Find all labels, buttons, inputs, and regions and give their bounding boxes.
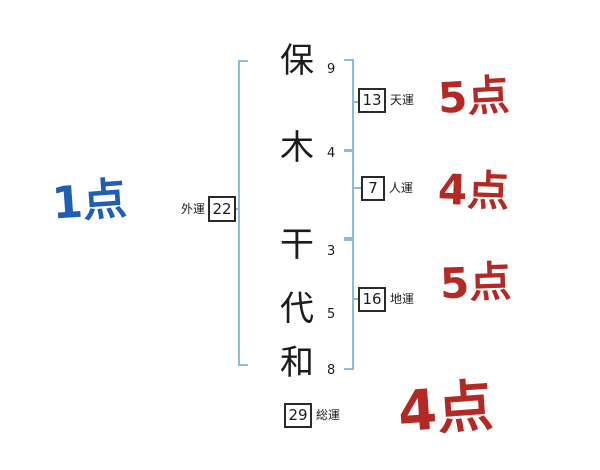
jinun-score: 4点: [437, 164, 511, 217]
gaiun-connector-line: [234, 208, 240, 210]
chiun-bracket: [344, 239, 354, 370]
stroke-count-4: 5: [327, 307, 336, 322]
stroke-count-1: 9: [327, 62, 336, 77]
stroke-count-3: 3: [327, 244, 336, 259]
stroke-count-5: 8: [327, 363, 336, 378]
stroke-count-2: 4: [327, 146, 336, 161]
tenun-score: 5点: [436, 70, 511, 123]
chiun-score: 5点: [439, 256, 513, 309]
tenun-value-box: 13: [358, 88, 386, 113]
jinun-label: 人運: [389, 181, 414, 195]
souun-score: 4点: [395, 373, 496, 446]
gaiun-bracket: [238, 60, 248, 366]
name-char-3: 干: [280, 225, 314, 265]
souun-value-box: 29: [284, 403, 312, 428]
souun-label: 総運: [316, 408, 341, 422]
jinun-bracket: [344, 150, 354, 239]
name-char-5: 和: [280, 343, 314, 383]
jinun-connector-line: [352, 187, 361, 189]
chiun-label: 地運: [390, 292, 415, 306]
tenun-connector-line: [352, 101, 359, 103]
name-char-1: 保: [280, 41, 314, 81]
tenun-label: 天運: [390, 93, 415, 107]
tenun-bracket: [344, 59, 354, 151]
chiun-connector-line: [352, 298, 359, 300]
jinun-value-box: 7: [361, 176, 385, 201]
name-char-4: 代: [280, 289, 314, 329]
name-char-2: 木: [280, 128, 314, 168]
gaiun-value-box: 22: [208, 196, 236, 222]
gaiun-score: 1点: [50, 173, 129, 230]
gaiun-label: 外運: [181, 202, 206, 216]
chiun-value-box: 16: [358, 287, 386, 312]
